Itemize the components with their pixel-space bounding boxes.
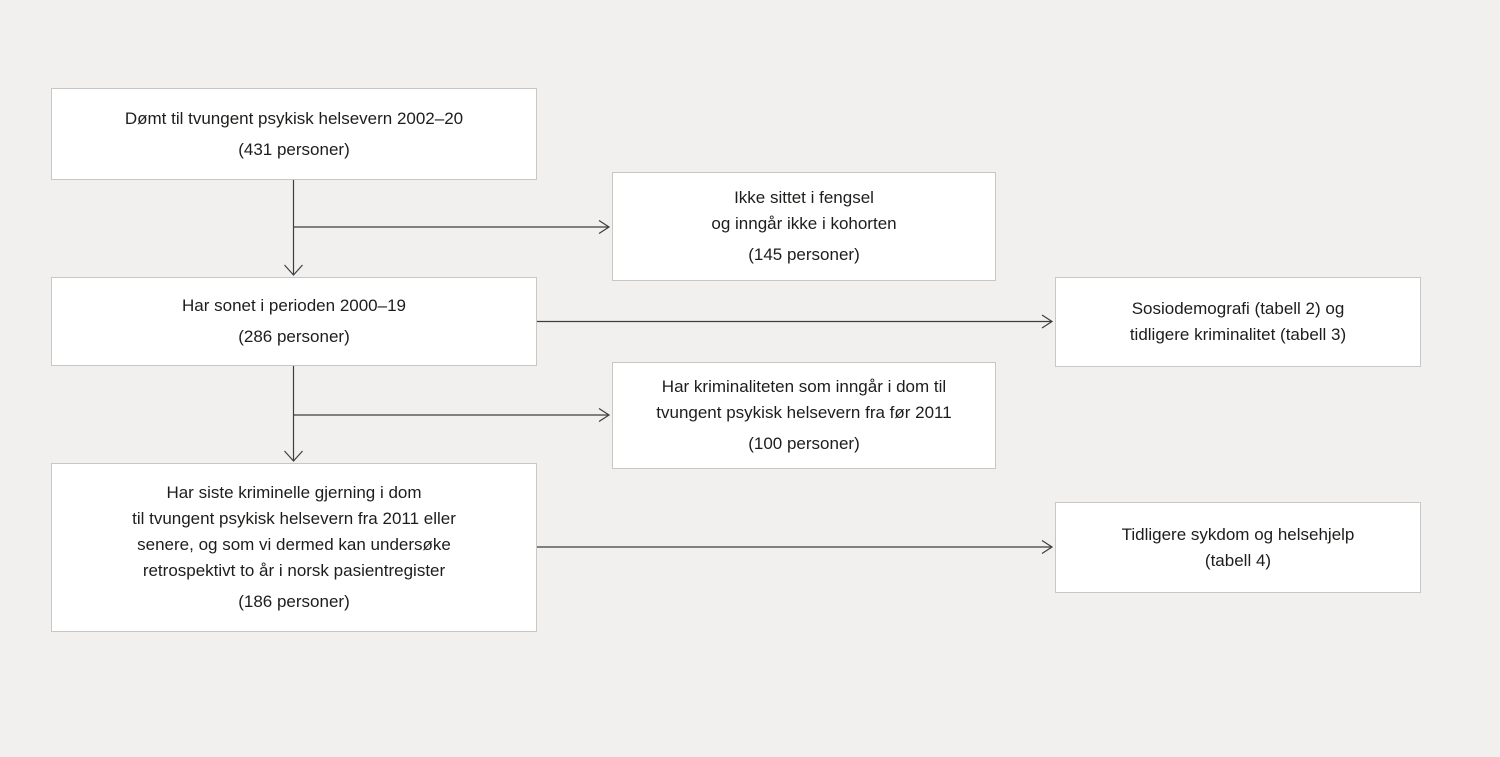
- box-cohort-source-count: (431 personer): [238, 139, 350, 159]
- box-tables-2-3: Sosiodemografi (tabell 2) og tidligere k…: [1055, 277, 1421, 367]
- box-excluded-pre-2011-line2: tvungent psykisk helsevern fra før 2011: [656, 403, 952, 422]
- box-final-sample-count: (186 personer): [238, 592, 350, 611]
- box-excluded-pre-2011: Har kriminaliteten som inngår i dom til …: [612, 362, 996, 469]
- box-cohort-source: Dømt til tvungent psykisk helsevern 2002…: [51, 88, 537, 180]
- box-excluded-pre-2011-count: (100 personer): [748, 434, 860, 453]
- box-table-4-line1: Tidligere sykdom og helsehjelp: [1121, 524, 1355, 544]
- box-excluded-no-prison-line2: og inngår ikke i kohorten: [711, 214, 897, 233]
- box-final-sample: Har siste kriminelle gjerning i dom til …: [51, 463, 537, 632]
- arrow-final-sample-to-table-4: [537, 539, 1054, 555]
- arrow-served-period-to-final-sample: [284, 366, 303, 462]
- box-final-sample-line1: Har siste kriminelle gjerning i dom: [166, 483, 422, 502]
- box-final-sample-line2: til tvungent psykisk helsevern fra 2011 …: [132, 509, 456, 528]
- box-served-period-line1: Har sonet i perioden 2000–19: [182, 296, 406, 315]
- box-excluded-no-prison-line1: Ikke sittet i fengsel: [734, 188, 874, 207]
- box-excluded-no-prison: Ikke sittet i fengsel og inngår ikke i k…: [612, 172, 996, 281]
- arrow-served-period-to-tables-2-3: [537, 314, 1054, 329]
- box-table-4: Tidligere sykdom og helsehjelp (tabell 4…: [1055, 502, 1421, 593]
- box-table-4-line2: (tabell 4): [1204, 550, 1272, 570]
- box-served-period: Har sonet i perioden 2000–19 (286 person…: [51, 277, 537, 366]
- box-tables-2-3-line2: tidligere kriminalitet (tabell 3): [1129, 325, 1347, 344]
- box-final-sample-line4: retrospektivt to år i norsk pasientregis…: [142, 561, 446, 580]
- box-served-period-count: (286 personer): [238, 327, 350, 346]
- box-cohort-source-line1: Dømt til tvungent psykisk helsevern 2002…: [124, 108, 464, 128]
- arrow-served-period-to-pre-2011: [293, 407, 611, 423]
- box-final-sample-line3: senere, og som vi dermed kan undersøke: [137, 535, 451, 554]
- box-excluded-pre-2011-line1: Har kriminaliteten som inngår i dom til: [661, 377, 947, 396]
- box-excluded-no-prison-count: (145 personer): [748, 245, 860, 264]
- arrow-cohort-source-to-no-prison: [293, 219, 611, 235]
- box-tables-2-3-line1: Sosiodemografi (tabell 2) og: [1131, 299, 1345, 318]
